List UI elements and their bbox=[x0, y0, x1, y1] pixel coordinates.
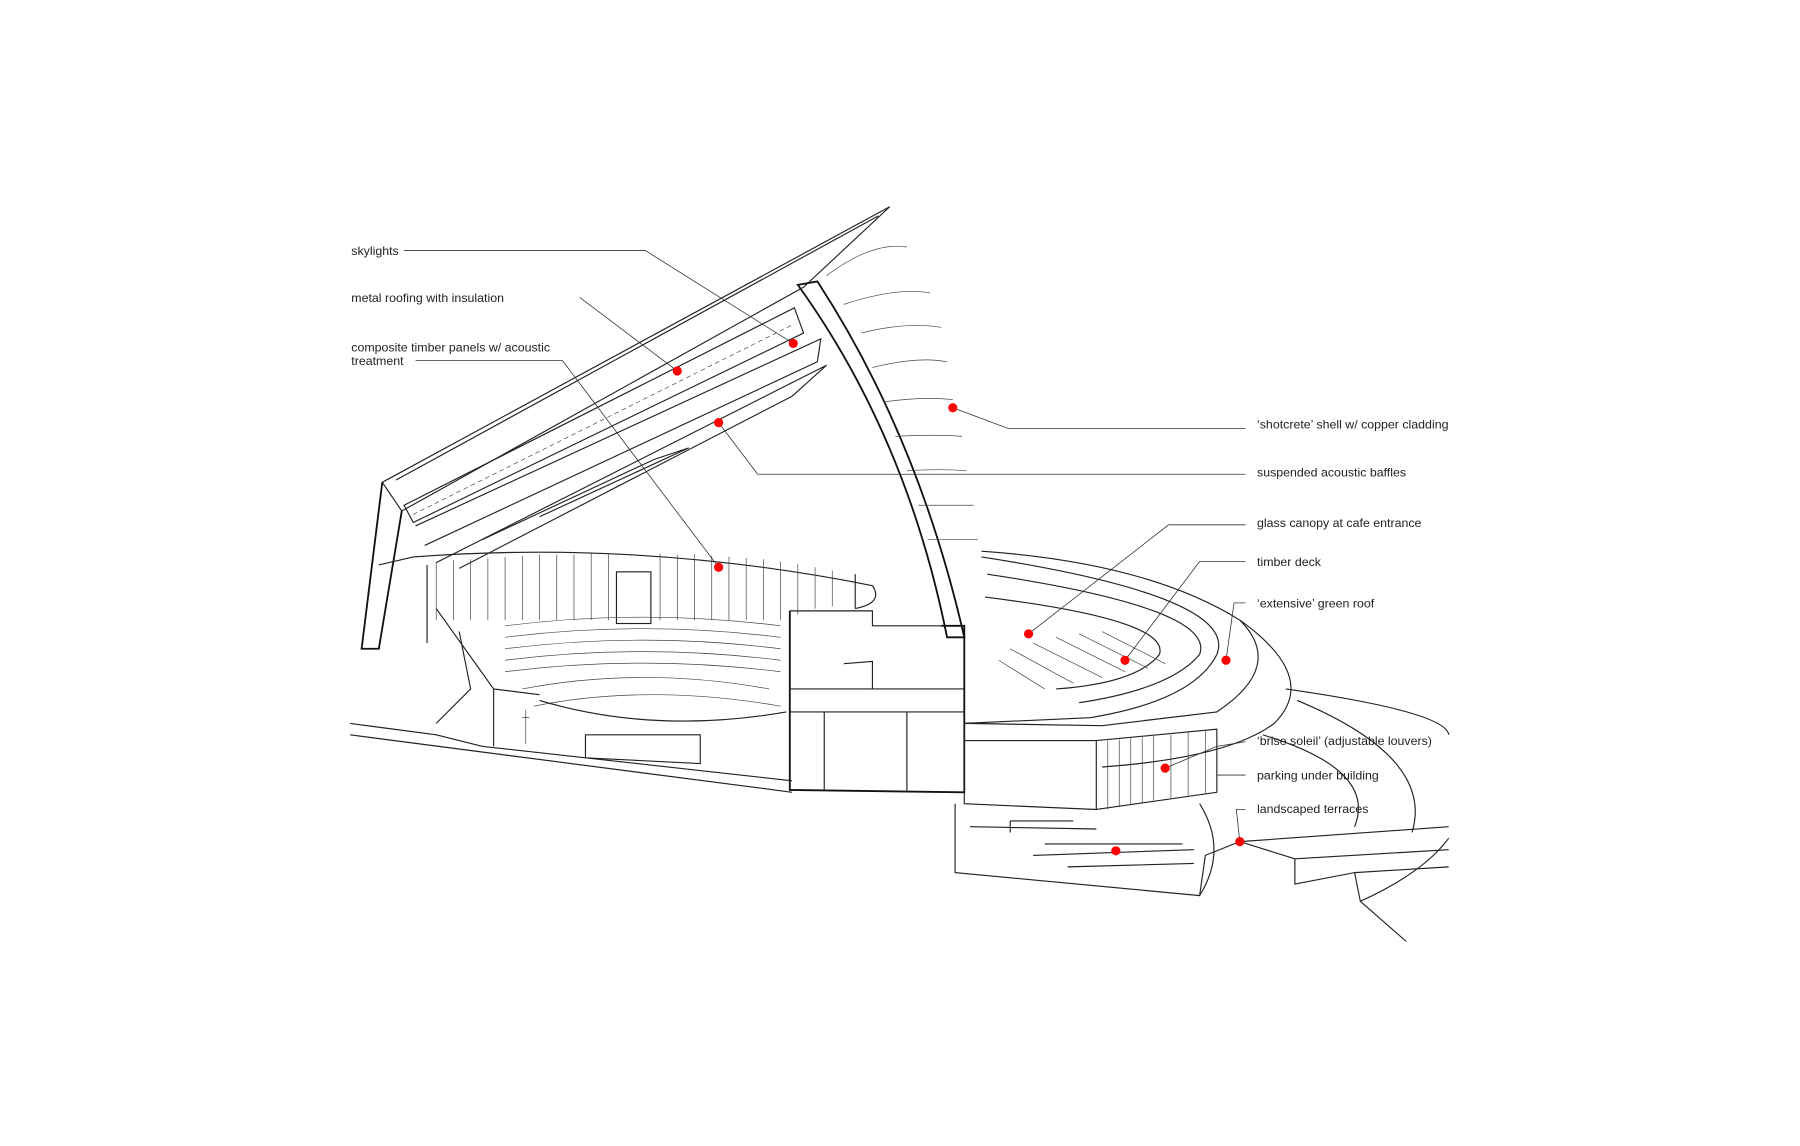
seating bbox=[505, 616, 781, 707]
shell-wall bbox=[796, 245, 979, 639]
label-baffles: suspended acoustic baffles bbox=[1257, 466, 1406, 480]
marker-metal-roofing bbox=[672, 366, 682, 376]
label-skylights: skylights bbox=[351, 244, 398, 258]
label-terraces: landscaped terraces bbox=[1257, 802, 1368, 816]
marker-brise-soleil bbox=[1160, 763, 1170, 773]
label-parking: parking under building bbox=[1257, 769, 1379, 783]
label-composite-panels-1: composite timber panels w/ acoustic bbox=[351, 340, 550, 354]
auditorium bbox=[350, 551, 877, 793]
leader-lines bbox=[404, 250, 1246, 842]
marker-timber-deck bbox=[1120, 655, 1130, 665]
label-composite-panels-2: treatment bbox=[351, 354, 404, 368]
roof-structure bbox=[360, 206, 891, 650]
parking-and-terraces bbox=[954, 688, 1450, 942]
marker-shotcrete bbox=[948, 403, 958, 413]
marker-composite-panels bbox=[714, 562, 724, 572]
marker-terraces bbox=[1235, 837, 1245, 847]
label-timber-deck: timber deck bbox=[1257, 555, 1322, 569]
label-metal-roofing: metal roofing with insulation bbox=[351, 291, 504, 305]
marker-parking bbox=[1111, 846, 1121, 856]
label-brise-soleil: ‘brise soleil’ (adjustable louvers) bbox=[1257, 734, 1432, 748]
label-glass-canopy: glass canopy at cafe entrance bbox=[1257, 516, 1422, 530]
label-shotcrete: ‘shotcrete’ shell w/ copper cladding bbox=[1257, 417, 1449, 431]
label-green-roof: ‘extensive’ green roof bbox=[1257, 596, 1375, 610]
marker-green-roof bbox=[1221, 655, 1231, 665]
marker-baffles bbox=[714, 418, 724, 428]
louvers bbox=[1107, 730, 1206, 810]
deck-boards bbox=[998, 631, 1166, 690]
cafe-block bbox=[788, 610, 966, 794]
marker-skylights bbox=[788, 338, 798, 348]
callout-markers bbox=[672, 338, 1245, 856]
green-roof-deck bbox=[963, 550, 1292, 811]
marker-glass-canopy bbox=[1023, 629, 1034, 639]
callout-labels: skylights metal roofing with insulation … bbox=[351, 244, 1448, 816]
acoustic-wall-panels bbox=[435, 553, 833, 621]
